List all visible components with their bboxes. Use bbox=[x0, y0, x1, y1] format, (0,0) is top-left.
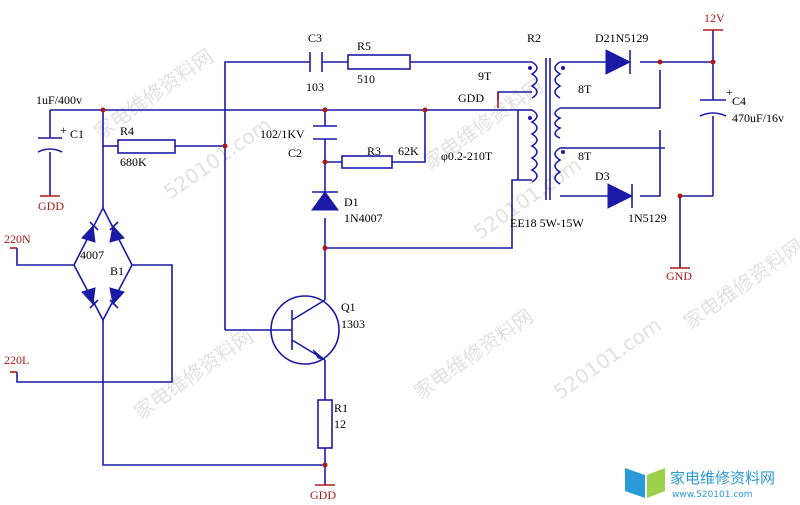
resistor-r5 bbox=[347, 54, 411, 70]
label-c1-value: 1uF/400v bbox=[36, 93, 82, 107]
label-d3-value: 1N5129 bbox=[628, 211, 667, 225]
logo-url: www.520101.com bbox=[672, 490, 753, 500]
label-8t-bottom: 8T bbox=[578, 149, 592, 163]
transformer-r2 bbox=[528, 58, 565, 200]
resistor-r3 bbox=[341, 155, 393, 169]
label-8t-top: 8T bbox=[578, 82, 592, 96]
transistor-q1 bbox=[270, 295, 340, 365]
label-220n: 220N bbox=[4, 232, 31, 246]
label-r1: R1 bbox=[334, 401, 348, 415]
label-gdd-bottom: GDD bbox=[310, 488, 336, 502]
svg-text:+: + bbox=[726, 85, 733, 99]
label-gdd-c1: GDD bbox=[38, 199, 64, 213]
bridge-rectifier-b1 bbox=[73, 206, 133, 322]
svg-text:+: + bbox=[60, 123, 67, 137]
label-r2: R2 bbox=[527, 31, 541, 45]
label-c3-value: 103 bbox=[306, 80, 324, 94]
label-c1: C1 bbox=[70, 127, 84, 141]
label-r1-value: 12 bbox=[334, 417, 346, 431]
component-labels: C3 103 R5 510 R2 D21N5129 12V 9T GDD 8T … bbox=[4, 11, 784, 502]
watermark-url: 520101.com bbox=[159, 112, 276, 204]
resistor-r1 bbox=[317, 399, 333, 449]
label-r5: R5 bbox=[357, 39, 371, 53]
logo-text: 家电维修资料网 bbox=[670, 469, 775, 487]
label-9t: 9T bbox=[478, 69, 492, 83]
wires bbox=[16, 30, 714, 485]
capacitor-c2 bbox=[313, 125, 337, 140]
label-q1-value: 1303 bbox=[341, 317, 365, 331]
watermark-text: 家电维修资料网 bbox=[129, 324, 257, 424]
label-r5-value: 510 bbox=[357, 72, 375, 86]
resistor-r4 bbox=[117, 139, 176, 154]
label-12v: 12V bbox=[704, 11, 725, 25]
junctions bbox=[100, 59, 716, 468]
label-d1-value: 1N4007 bbox=[344, 211, 383, 225]
capacitor-c1: + bbox=[37, 123, 67, 153]
label-r3: R3 bbox=[367, 144, 381, 158]
label-b1: B1 bbox=[110, 264, 124, 278]
label-gnd: GND bbox=[666, 269, 692, 283]
label-q1: Q1 bbox=[341, 300, 356, 314]
watermark-text: 家电维修资料网 bbox=[679, 234, 800, 334]
label-c2-value: 102/1KV bbox=[260, 127, 305, 141]
capacitor-c3 bbox=[309, 52, 323, 72]
label-bridge-value: 4007 bbox=[80, 248, 104, 262]
label-wire-spec: φ0.2-210T bbox=[441, 149, 493, 163]
label-c3: C3 bbox=[308, 31, 322, 45]
site-logo: 家电维修资料网 www.520101.com bbox=[625, 468, 775, 500]
label-c2: C2 bbox=[288, 146, 302, 160]
label-c4-value: 470uF/16v bbox=[732, 111, 784, 125]
label-c4: C4 bbox=[732, 94, 746, 108]
ground-symbols bbox=[10, 29, 723, 486]
label-r4-value: 680K bbox=[120, 155, 147, 169]
diode-d1 bbox=[311, 191, 339, 211]
watermark-text: 家电维修资料网 bbox=[409, 304, 537, 404]
label-d1: D1 bbox=[344, 195, 359, 209]
watermark: 家电维修资料网 520101.com 家电维修资料网 520101.com 家电… bbox=[89, 44, 800, 424]
label-d3: D3 bbox=[595, 169, 610, 183]
capacitor-c4: + bbox=[699, 85, 733, 117]
label-d2: D21N5129 bbox=[595, 31, 648, 45]
label-r3-value: 62K bbox=[398, 144, 419, 158]
watermark-text: 家电维修资料网 bbox=[89, 44, 217, 144]
label-r4: R4 bbox=[120, 124, 134, 138]
watermark-url: 520101.com bbox=[549, 312, 666, 404]
label-core: EE18 5W-15W bbox=[510, 216, 584, 230]
watermark-url: 520101.com bbox=[469, 152, 586, 244]
book-icon bbox=[625, 468, 645, 498]
diode-d2 bbox=[605, 49, 632, 75]
diode-d3 bbox=[607, 183, 634, 209]
label-220l: 220L bbox=[4, 353, 29, 367]
label-gdd-9t: GDD bbox=[458, 91, 484, 105]
